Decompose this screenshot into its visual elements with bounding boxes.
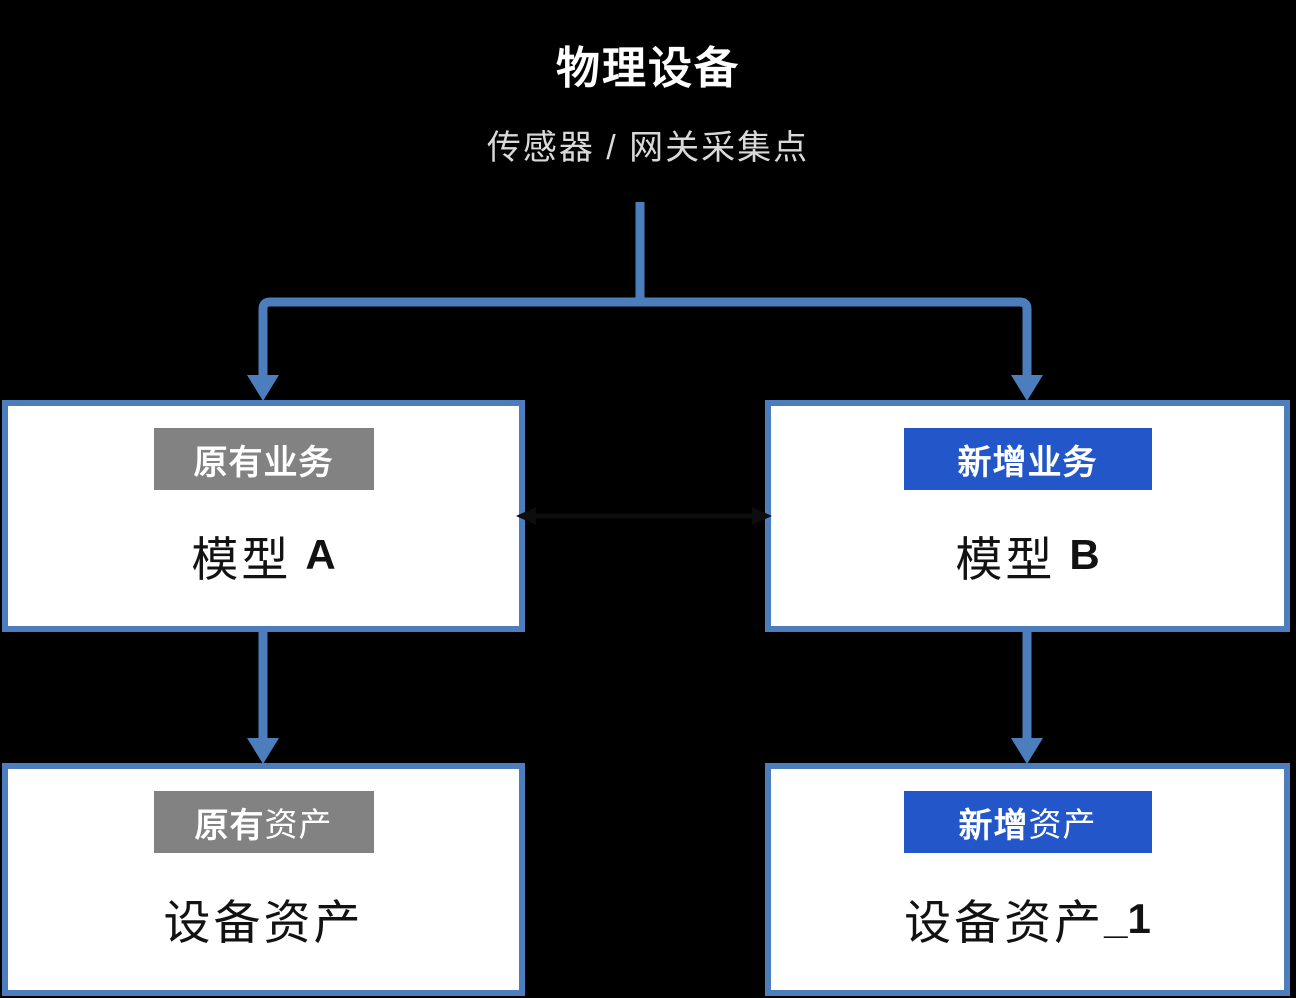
arrowhead-branch-left-icon <box>247 375 279 401</box>
arrowhead-asset-right-icon <box>1011 738 1043 764</box>
label-suffix: _1 <box>1104 894 1151 942</box>
page-title: 物理设备 <box>556 44 740 93</box>
badge-legacy-asset: 原有资产 <box>153 791 374 853</box>
badge-label-bold: 新增 <box>958 806 1029 845</box>
badge-label-bold: 原有 <box>194 806 265 845</box>
arrowhead-branch-right-icon <box>1011 375 1043 401</box>
badge-label-serif: 资产 <box>1028 808 1097 844</box>
diagram-header: 物理设备 传感器 / 网关采集点 <box>0 0 1296 169</box>
badge-new-business: 新增业务 <box>903 428 1152 490</box>
badge-legacy-business: 原有业务 <box>153 428 374 490</box>
asset-legacy-label: 设备资产 <box>164 853 364 990</box>
label-text: 模型 <box>955 534 1056 587</box>
box-model-b: 新增业务 模型 B <box>765 400 1290 632</box>
badge-label-bold: 新增业务 <box>957 443 1098 482</box>
box-model-a: 原有业务 模型 A <box>2 400 525 632</box>
label-suffix: A <box>305 531 336 578</box>
badge-label-bold: 原有业务 <box>193 443 334 482</box>
label-text: 设备资产 <box>904 898 1105 950</box>
label-text: 设备资产 <box>163 898 364 950</box>
arrowhead-asset-left-icon <box>247 738 279 764</box>
box-asset-new: 新增资产 设备资产_1 <box>765 763 1290 996</box>
page-subtitle: 传感器 / 网关采集点 <box>486 129 810 167</box>
box-asset-legacy: 原有资产 设备资产 <box>2 763 525 996</box>
asset-new-label: 设备资产_1 <box>904 853 1151 990</box>
arrow-branch-path <box>258 297 1032 378</box>
badge-label-serif: 资产 <box>264 808 333 844</box>
model-a-label: 模型 A <box>191 490 335 626</box>
model-b-label: 模型 B <box>955 490 1099 626</box>
badge-new-asset: 新增资产 <box>903 791 1152 853</box>
label-text: 模型 <box>191 534 292 587</box>
label-suffix: B <box>1069 531 1100 578</box>
